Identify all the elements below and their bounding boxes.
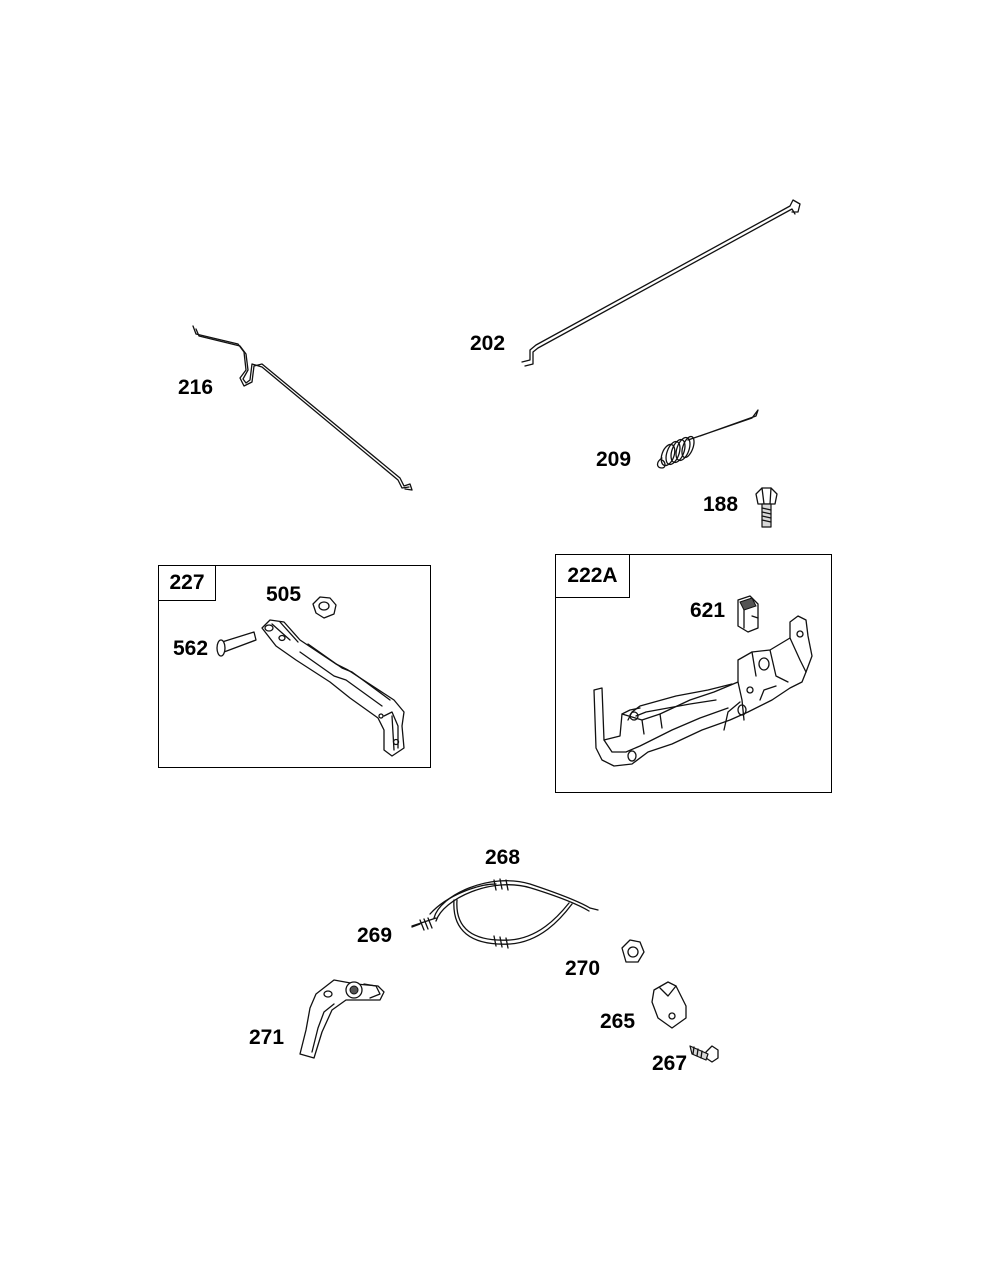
nut-505	[312, 596, 337, 619]
box-tag-222A: 222A	[556, 555, 630, 598]
box-227: 227	[158, 565, 431, 768]
nut-270	[621, 939, 645, 963]
throttle-link-202	[521, 199, 801, 367]
screw-267	[689, 1045, 719, 1063]
box-222A: 222A	[555, 554, 832, 793]
lever-assembly-227	[261, 619, 405, 757]
clip-621	[737, 595, 759, 633]
cable-268	[411, 878, 599, 949]
label-267: 267	[652, 1052, 688, 1075]
label-562: 562	[173, 637, 209, 660]
bolt-562	[216, 631, 257, 657]
cable-end-269	[411, 917, 433, 931]
governor-spring-209	[656, 409, 759, 469]
screw-188	[755, 487, 778, 528]
label-216: 216	[178, 376, 214, 399]
lever-271	[299, 979, 385, 1059]
label-188: 188	[703, 493, 739, 516]
label-621: 621	[690, 599, 726, 622]
clamp-265	[651, 981, 687, 1029]
box-tag-227: 227	[159, 566, 216, 601]
label-202: 202	[470, 332, 506, 355]
label-269: 269	[357, 924, 393, 947]
label-270: 270	[565, 957, 601, 980]
governor-link-216	[192, 325, 413, 491]
label-505: 505	[266, 583, 302, 606]
label-268: 268	[485, 846, 521, 869]
label-265: 265	[600, 1010, 636, 1033]
control-bracket-222A	[593, 615, 813, 767]
label-209: 209	[596, 448, 632, 471]
label-271: 271	[249, 1026, 285, 1049]
